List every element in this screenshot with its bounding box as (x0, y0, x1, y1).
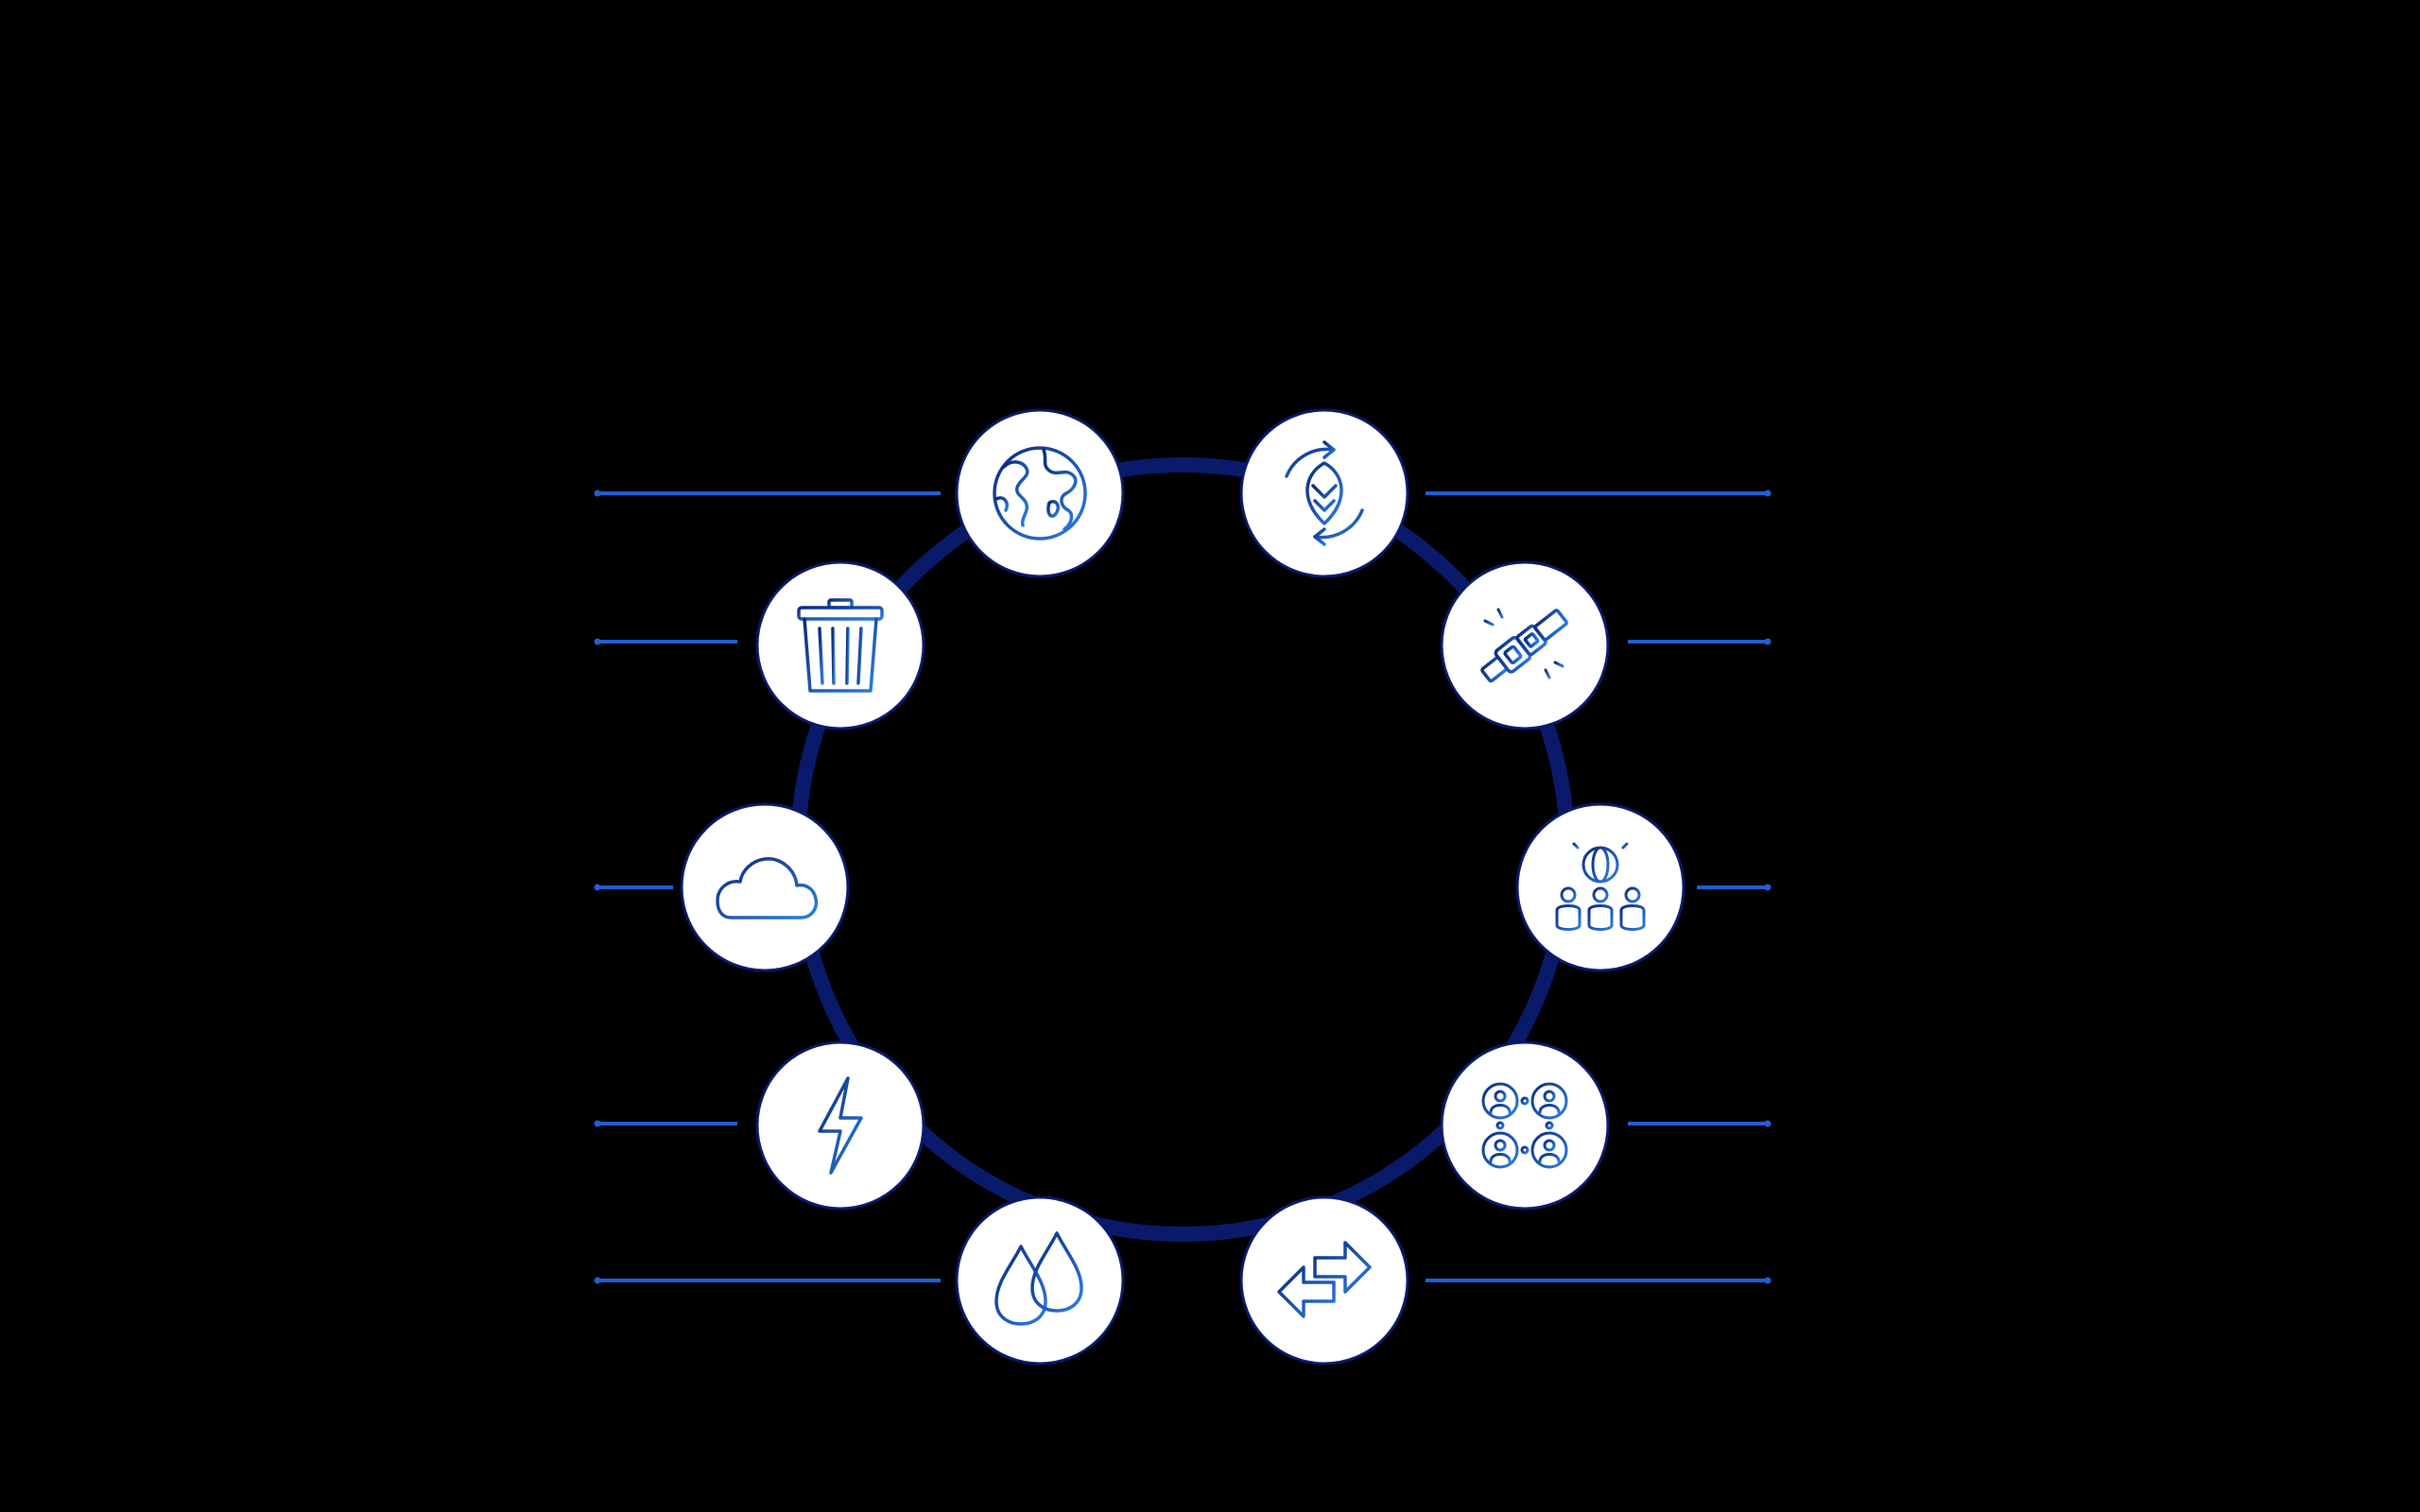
seatbelt-icon (1480, 609, 1568, 683)
cloud-icon (716, 857, 819, 919)
node-trash (755, 560, 925, 730)
trash-can-icon (797, 598, 884, 693)
connector-recycle-leaf (1426, 490, 1772, 497)
node-network (1440, 1040, 1610, 1211)
connector-cloud (594, 884, 673, 891)
node-energy (755, 1040, 925, 1211)
node-cloud (680, 802, 850, 972)
node-exchange (1239, 1195, 1409, 1366)
connector-exchange (1426, 1277, 1772, 1284)
globe-icon (993, 446, 1087, 541)
connector-energy (594, 1120, 737, 1127)
connector-earth (594, 490, 941, 497)
node-recycle-leaf (1239, 408, 1409, 578)
connector-network (1628, 1120, 1772, 1127)
connector-water (594, 1277, 941, 1284)
connector-lines-left (594, 490, 941, 1284)
global-community-icon (1555, 842, 1646, 931)
node-earth (955, 408, 1125, 578)
exchange-arrows-icon (1277, 1241, 1372, 1318)
node-water (955, 1195, 1125, 1366)
connector-trash (594, 638, 737, 645)
connector-seatbelt (1628, 638, 1772, 645)
connector-lines-right (1426, 490, 1772, 1284)
connector-global-community (1697, 884, 1772, 891)
spark-lines (1483, 604, 1564, 683)
recycle-leaf-icon (1285, 440, 1364, 546)
node-seatbelt (1440, 560, 1610, 730)
people-network-icon (1481, 1082, 1568, 1169)
node-global-community (1515, 802, 1685, 972)
lightning-bolt-icon (818, 1076, 863, 1175)
water-drops-icon (994, 1231, 1083, 1326)
